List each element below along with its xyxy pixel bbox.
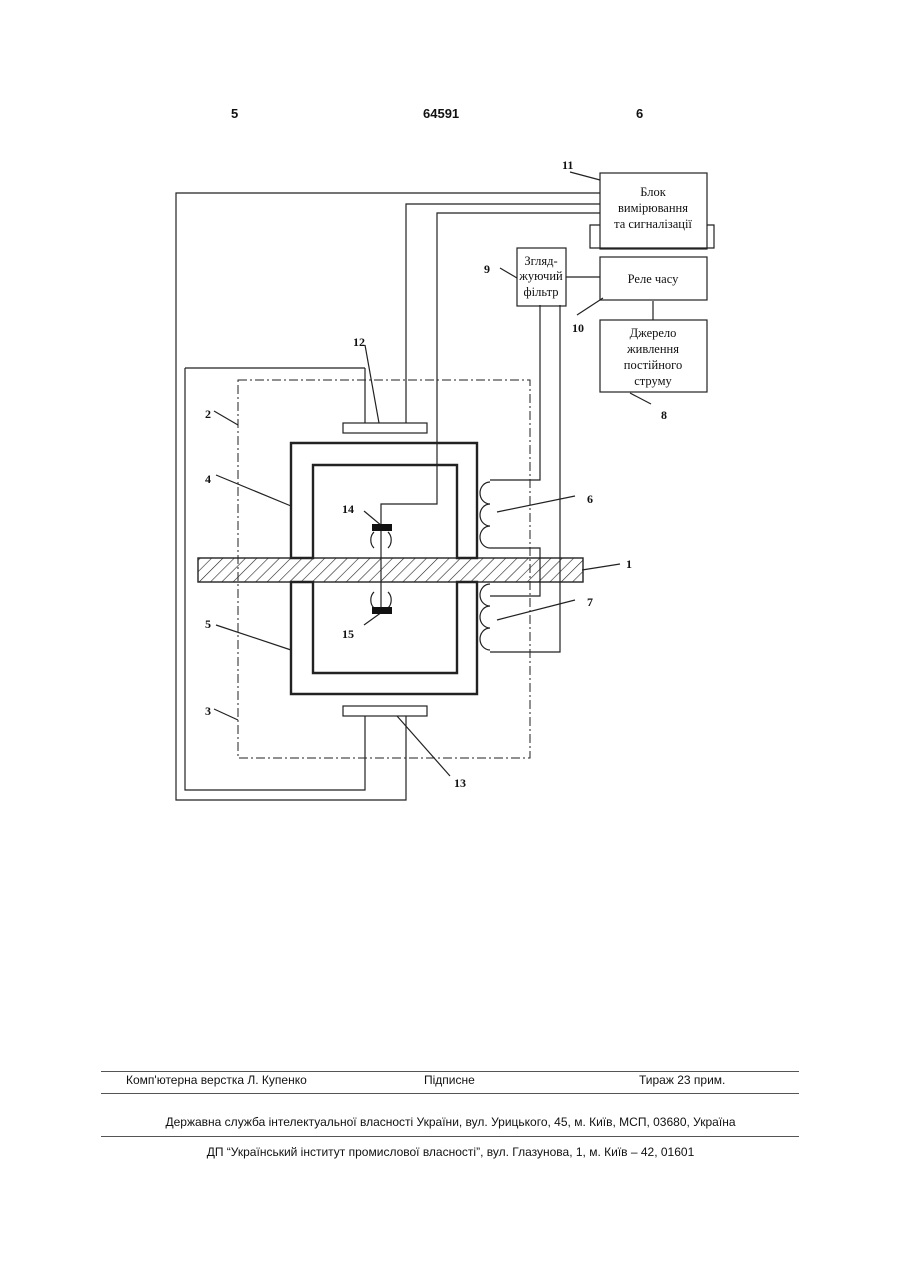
footer-rule-bottom	[101, 1136, 799, 1137]
measurement-line-3: та сигналізації	[614, 217, 692, 231]
svg-text:10: 10	[572, 321, 584, 335]
circulation-note: Тираж 23 прим.	[639, 1073, 725, 1087]
sensor-15	[372, 607, 392, 614]
svg-text:та сигналізації: та сигналізації	[614, 217, 692, 231]
svg-text:струму: струму	[634, 374, 672, 388]
ref-12: 12	[353, 335, 365, 349]
ref-1: 1	[626, 557, 632, 571]
coil-6	[480, 482, 490, 548]
filter-line-1: Згляд-	[524, 254, 557, 268]
ref-4: 4	[205, 472, 211, 486]
workpiece-strip	[198, 558, 583, 582]
electrode-12	[343, 423, 427, 433]
relay-label: Реле часу	[628, 272, 679, 286]
footer-rule-middle	[101, 1093, 799, 1094]
svg-text:Джерело: Джерело	[630, 326, 677, 340]
ref-14: 14	[342, 502, 354, 516]
ref-2: 2	[205, 407, 211, 421]
ref-13: 13	[454, 776, 466, 790]
wire-14	[381, 213, 600, 524]
measurement-line-1: Блок	[640, 185, 667, 199]
ref-15: 15	[342, 627, 354, 641]
ref-7: 7	[587, 595, 593, 609]
core-lower	[291, 582, 477, 694]
svg-text:Блок: Блок	[640, 185, 667, 199]
core-upper	[291, 443, 477, 558]
svg-text:15: 15	[342, 627, 354, 641]
svg-text:4: 4	[205, 472, 211, 486]
ref-3: 3	[205, 704, 211, 718]
ref-6: 6	[587, 492, 593, 506]
layout-credit: Комп'ютерна верстка Л. Купенко	[126, 1073, 307, 1087]
sensor-14	[372, 524, 392, 531]
filter-line-3: фільтр	[524, 285, 559, 299]
svg-text:фільтр: фільтр	[524, 285, 559, 299]
ref-5: 5	[205, 617, 211, 631]
power-line-1: Джерело	[630, 326, 677, 340]
svg-text:Реле часу: Реле часу	[628, 272, 679, 286]
power-line-2: живлення	[626, 342, 679, 356]
svg-text:9: 9	[484, 262, 490, 276]
wire-12	[406, 204, 600, 423]
svg-text:13: 13	[454, 776, 466, 790]
filter-line-2: жуючий	[518, 269, 563, 283]
wire-filter	[490, 305, 540, 480]
svg-text:постійного: постійного	[624, 358, 682, 372]
ref-11: 11	[562, 158, 573, 172]
ref-8: 8	[661, 408, 667, 422]
svg-text:2: 2	[205, 407, 211, 421]
coil-7	[480, 584, 490, 650]
svg-text:5: 5	[205, 617, 211, 631]
signed-note: Підписне	[424, 1073, 475, 1087]
wire-filter2	[490, 305, 560, 652]
publisher-address: Державна служба інтелектуальної власност…	[0, 1115, 901, 1129]
footer-rule-top	[101, 1071, 799, 1072]
svg-text:живлення: живлення	[626, 342, 679, 356]
svg-text:3: 3	[205, 704, 211, 718]
measurement-line-2: вимірювання	[618, 201, 688, 215]
ref-9: 9	[484, 262, 490, 276]
svg-text:12: 12	[353, 335, 365, 349]
ref-10: 10	[572, 321, 584, 335]
printer-address: ДП “Український інститут промислової вла…	[0, 1145, 901, 1159]
power-line-3: постійного	[624, 358, 682, 372]
svg-text:6: 6	[587, 492, 593, 506]
svg-text:7: 7	[587, 595, 593, 609]
svg-text:1: 1	[626, 557, 632, 571]
svg-text:Згляд-: Згляд-	[524, 254, 557, 268]
power-line-4: струму	[634, 374, 672, 388]
svg-text:14: 14	[342, 502, 354, 516]
svg-text:8: 8	[661, 408, 667, 422]
svg-text:11: 11	[562, 158, 573, 172]
svg-text:жуючий: жуючий	[518, 269, 563, 283]
electrode-13	[343, 706, 427, 716]
svg-text:вимірювання: вимірювання	[618, 201, 688, 215]
